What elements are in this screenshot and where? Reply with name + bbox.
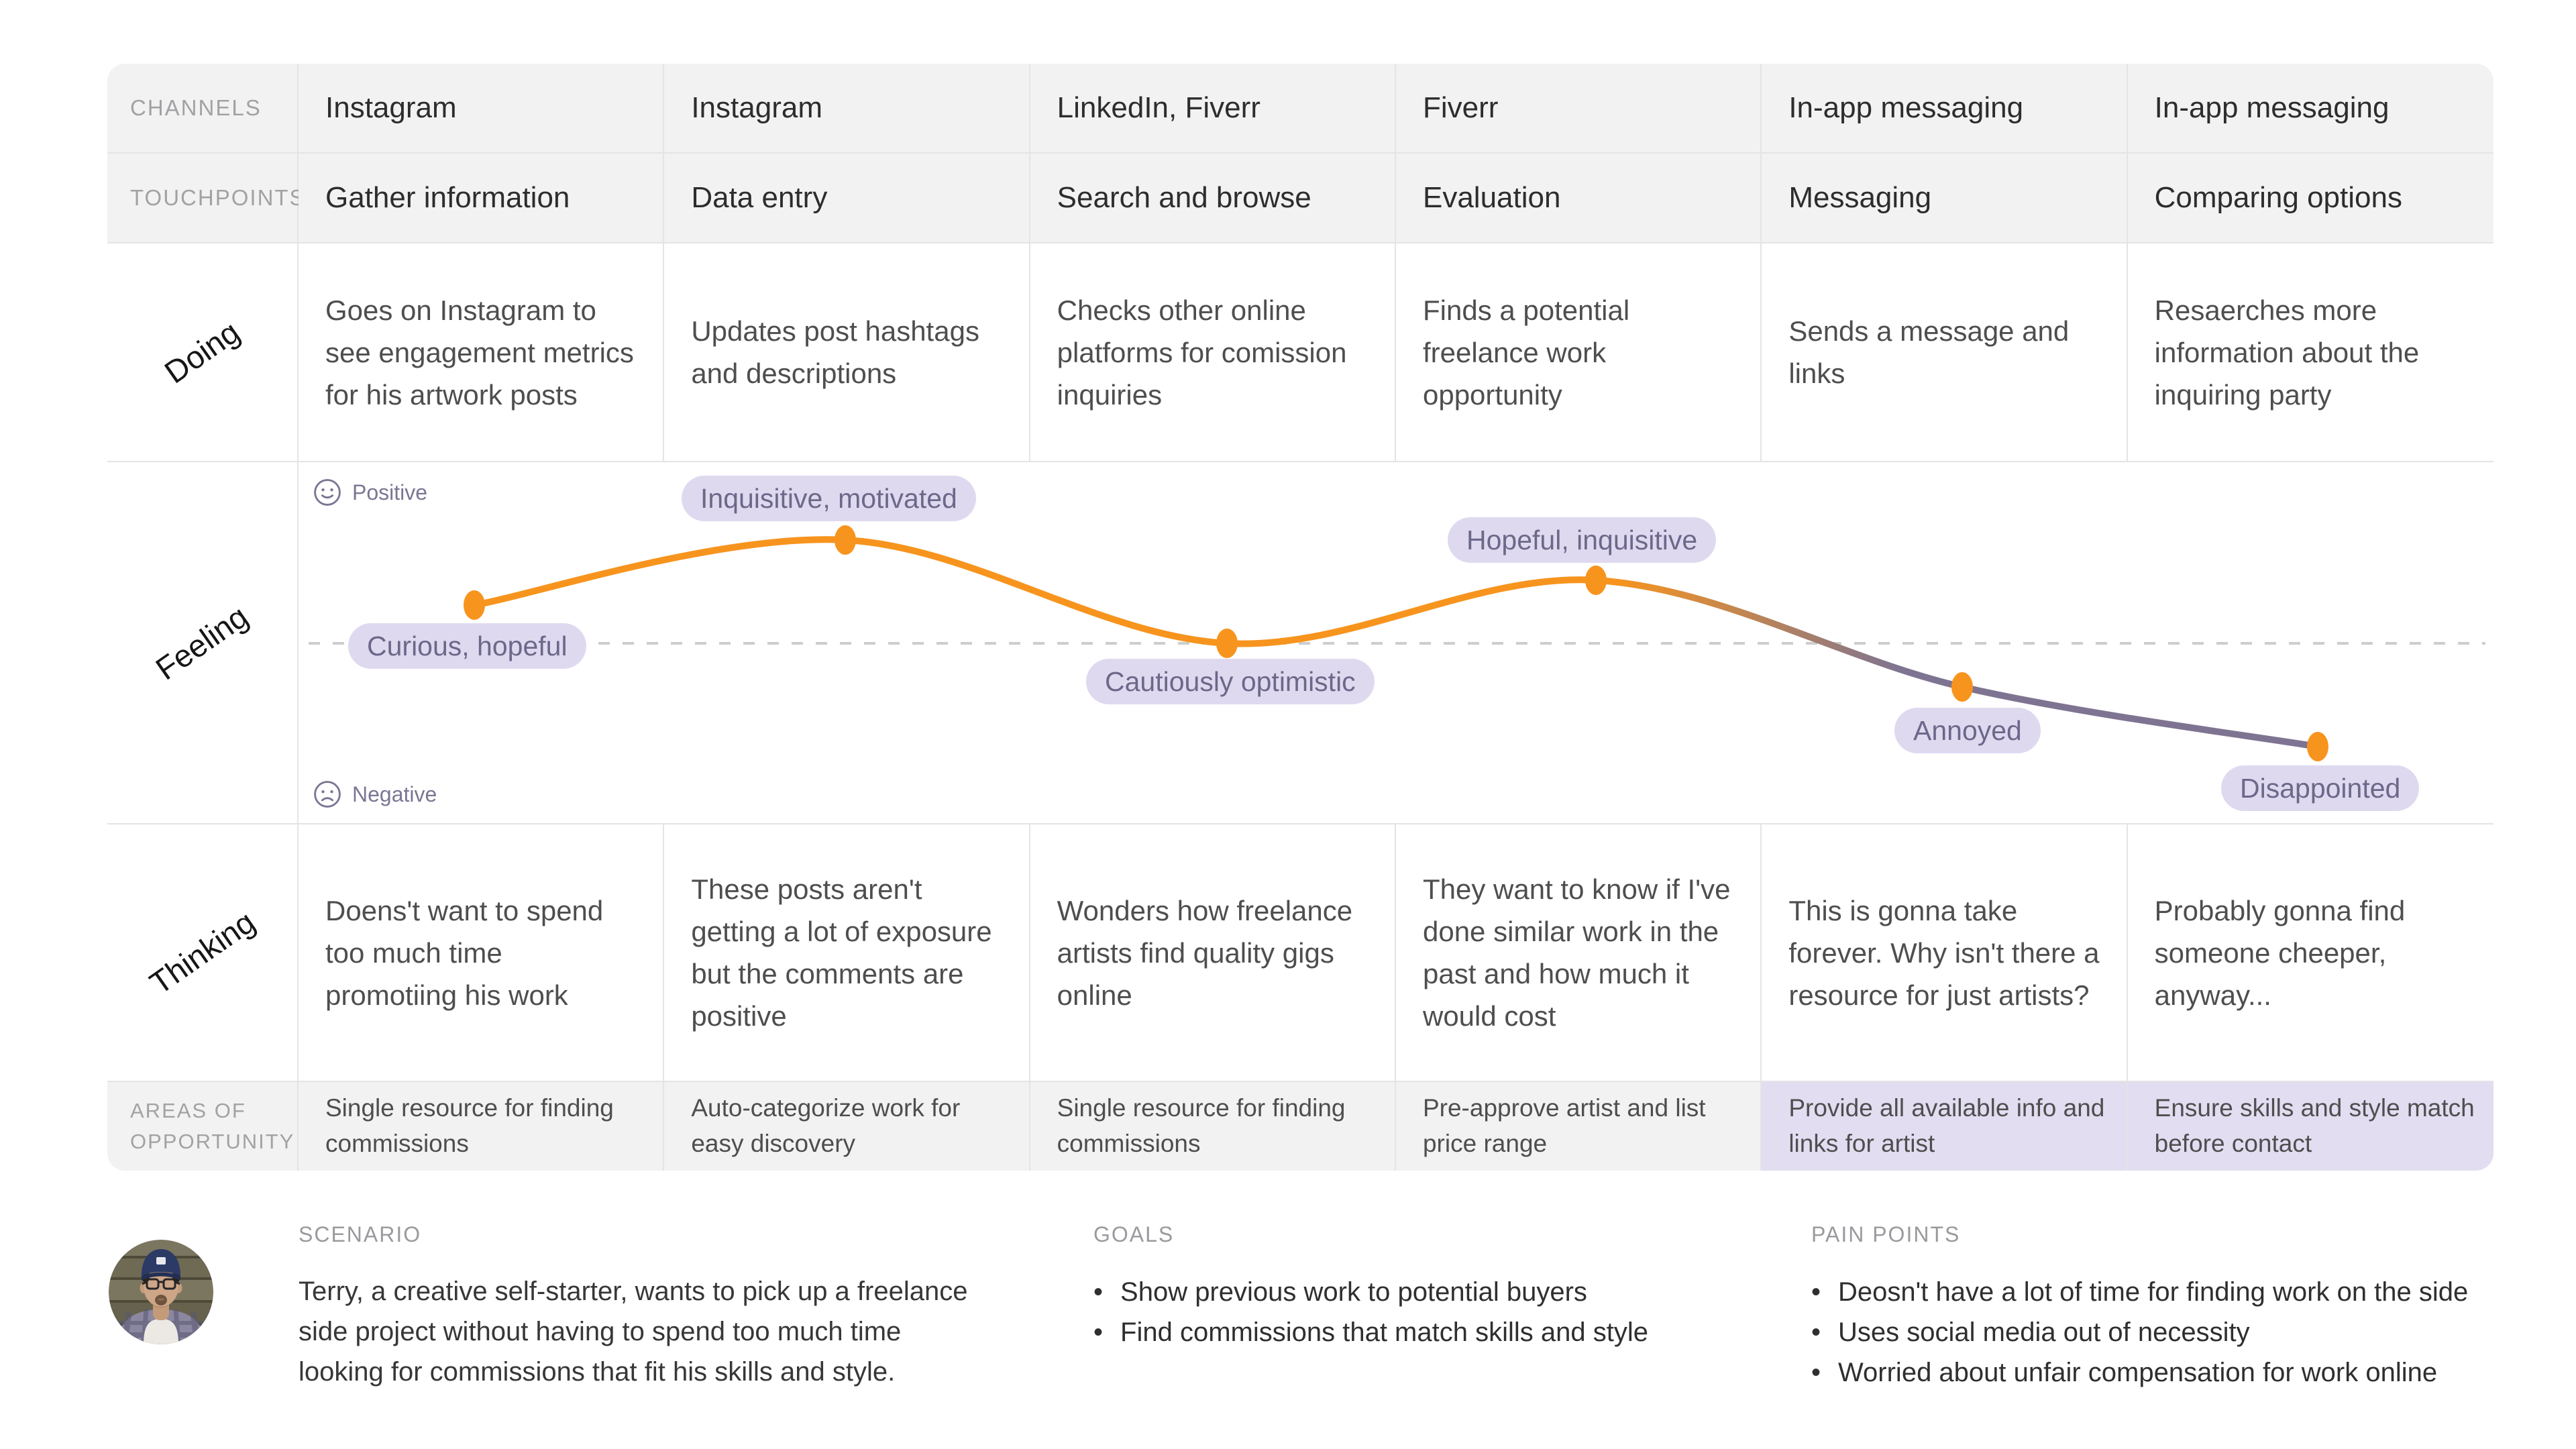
positive-axis-label: Positive [312,477,427,508]
doing-cell: Checks other online platforms for comiss… [1030,244,1396,462]
doing-cell: Finds a potential freelance work opportu… [1395,244,1762,462]
touchpoint-cell: Search and browse [1030,154,1396,244]
doing-cell: Sends a message and links [1762,244,2128,462]
channel-cell: Fiverr [1395,64,1762,154]
opportunity-cell: Pre-approve artist and list price range [1395,1082,1762,1171]
pain-point-item: Worried about unfair compensation for wo… [1811,1356,2468,1389]
pain-points-section: PAIN POINTS Deosn't have a lot of time f… [1811,1222,2468,1396]
thinking-cell: Wonders how freelance artists find quali… [1030,824,1396,1082]
row-label-thinking: Thinking [107,824,299,1082]
opportunity-cell-highlighted: Ensure skills and style match before con… [2127,1082,2493,1171]
scenario-section: SCENARIO Terry, a creative self-starter,… [299,1222,969,1392]
channel-cell: Instagram [299,64,665,154]
smiley-positive-icon [314,479,341,506]
opportunity-cell-highlighted: Provide all available info and links for… [1762,1082,2128,1171]
touchpoint-cell: Gather information [299,154,665,244]
goals-heading: GOALS [1093,1222,1175,1246]
row-label-doing-text: Doing [158,313,246,390]
goals-list: Show previous work to potential buyers F… [1093,1275,1648,1349]
goal-item: Find commissions that match skills and s… [1093,1316,1648,1349]
touchpoint-cell: Data entry [664,154,1030,244]
goals-section: GOALS Show previous work to potential bu… [1093,1222,1648,1356]
feeling-pill: Hopeful, inquisitive [1448,517,1717,563]
smiley-negative-icon [314,781,341,808]
positive-axis-text: Positive [352,480,428,504]
row-label-channels: CHANNELS [107,64,299,154]
feeling-pill: Annoyed [1894,708,2041,753]
thinking-cell: They want to know if I've done similar w… [1395,824,1762,1082]
touchpoint-cell: Comparing options [2127,154,2493,244]
negative-axis-text: Negative [352,782,437,806]
doing-cell: Goes on Instagram to see engagement metr… [299,244,665,462]
feeling-pill: Cautiously optimistic [1086,659,1375,704]
channel-cell: Instagram [664,64,1030,154]
feeling-pill: Disappointed [2221,765,2420,811]
goal-item: Show previous work to potential buyers [1093,1275,1648,1309]
feeling-curve-cell: Positive Negative Curious, hopeful Inqui… [299,462,2493,824]
row-label-feeling-text: Feeling [149,598,255,687]
scenario-text: Terry, a creative self-starter, wants to… [299,1277,968,1387]
doing-cell: Updates post hashtags and descriptions [664,244,1030,462]
touchpoint-cell: Messaging [1762,154,2128,244]
pain-point-item: Deosn't have a lot of time for finding w… [1811,1275,2468,1309]
thinking-cell: Doens't want to spend too much time prom… [299,824,665,1082]
channel-cell: In-app messaging [2127,64,2493,154]
pain-point-item: Uses social media out of necessity [1811,1316,2468,1349]
persona-avatar [109,1240,213,1344]
doing-cell: Resaerches more information about the in… [2127,244,2493,462]
opportunity-cell: Single resource for finding commissions [1030,1082,1396,1171]
row-label-thinking-text: Thinking [143,903,262,1002]
feeling-curve-chart [308,525,2485,761]
persona-avatar-illustration [109,1240,213,1344]
feeling-pill: Curious, hopeful [348,623,586,669]
thinking-cell: Probably gonna find someone cheeper, any… [2127,824,2493,1082]
journey-table: CHANNELS Instagram Instagram LinkedIn, F… [107,64,2493,1171]
channel-cell: LinkedIn, Fiverr [1030,64,1396,154]
row-label-feeling: Feeling [107,462,299,824]
feeling-pill: Inquisitive, motivated [682,476,976,521]
row-label-opportunity: AREAS OF OPPORTUNITY [107,1082,299,1171]
opportunity-cell: Single resource for finding commissions [299,1082,665,1171]
negative-axis-label: Negative [312,779,437,810]
pain-points-heading: PAIN POINTS [1811,1222,1961,1246]
row-label-touchpoints: TOUCHPOINTS [107,154,305,244]
row-label-doing: Doing [107,244,299,462]
touchpoint-cell: Evaluation [1395,154,1762,244]
opportunity-cell: Auto-categorize work for easy discovery [664,1082,1030,1171]
scenario-heading: SCENARIO [299,1222,422,1246]
thinking-cell: These posts aren't getting a lot of expo… [664,824,1030,1082]
thinking-cell: This is gonna take forever. Why isn't th… [1762,824,2128,1082]
pain-points-list: Deosn't have a lot of time for finding w… [1811,1275,2468,1389]
channel-cell: In-app messaging [1762,64,2128,154]
